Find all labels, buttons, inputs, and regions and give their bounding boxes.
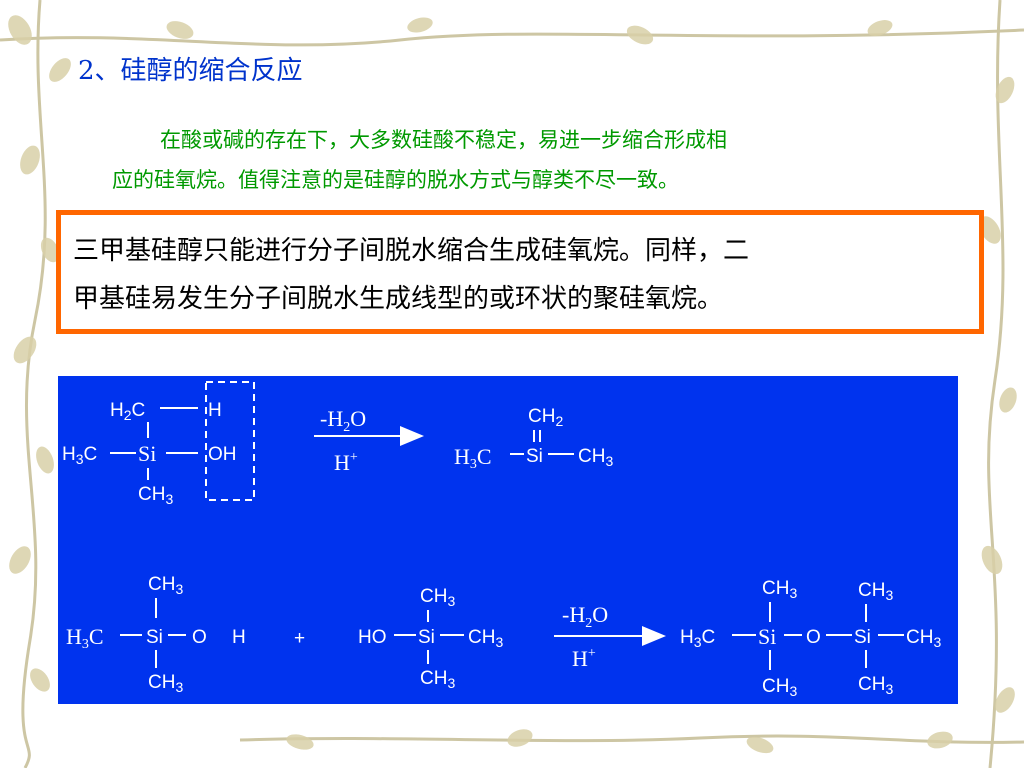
product-1-si: Si bbox=[526, 446, 543, 467]
condition-1-minus-water: -H2O bbox=[320, 406, 366, 435]
product-2-si-1: Si bbox=[758, 624, 776, 649]
reactant-2a: CH3 H3C Si O H CH3 bbox=[66, 574, 246, 695]
intro-line-2: 应的硅氧烷。值得注意的是硅醇的脱水方式与醇类不尽一致。 bbox=[112, 168, 679, 192]
product-1-silene: CH2 H3C Si CH3 bbox=[454, 406, 613, 472]
reactant-2a-o: O bbox=[192, 627, 207, 648]
product-2-o: O bbox=[806, 627, 821, 648]
reactant-1-h3c: H3C bbox=[62, 444, 97, 467]
product-2-ch3-right: CH3 bbox=[906, 627, 941, 650]
product-1-ch2: CH2 bbox=[528, 406, 563, 429]
reactant-1-h2c: H2C bbox=[110, 400, 145, 423]
product-2-ch3-top-1: CH3 bbox=[762, 578, 797, 601]
reactant-2b: CH3 HO Si CH3 CH3 bbox=[358, 586, 503, 691]
reactant-1-si: Si bbox=[138, 441, 156, 466]
highlight-box: 三甲基硅醇只能进行分子间脱水缩合生成硅氧烷。同样，二 甲基硅易发生分子间脱水生成… bbox=[56, 210, 984, 334]
reactant-2a-ch3-top: CH3 bbox=[148, 574, 183, 597]
reaction-scheme: H2C H H3C Si OH CH3 -H2O H+ CH2 bbox=[62, 381, 941, 699]
product-1-ch3: CH3 bbox=[578, 446, 613, 469]
reactant-1-oh: OH bbox=[208, 444, 237, 465]
reactant-1-ch3: CH3 bbox=[138, 484, 173, 507]
reaction-2: CH3 H3C Si O H CH3 + CH3 HO Si CH3 bbox=[66, 574, 941, 699]
condition-2-minus-water: -H2O bbox=[562, 602, 608, 631]
product-2-ch3-top-2: CH3 bbox=[858, 580, 893, 603]
highlight-line-1: 三甲基硅醇只能进行分子间脱水缩合生成硅氧烷。同样，二 bbox=[73, 236, 750, 266]
reaction-panel: H2C H H3C Si OH CH3 -H2O H+ CH2 bbox=[58, 376, 958, 704]
condition-2-acid: H+ bbox=[572, 646, 596, 671]
reactant-2b-ch3-right: CH3 bbox=[468, 627, 503, 650]
slide-title: 2、硅醇的缩合反应 bbox=[78, 56, 303, 86]
reactant-2b-si: Si bbox=[418, 627, 435, 648]
reactant-2b-ch3-bottom: CH3 bbox=[420, 668, 455, 691]
reactant-2a-si: Si bbox=[146, 627, 163, 648]
reactant-2a-ch3-bottom: CH3 bbox=[148, 672, 183, 695]
highlight-line-2: 甲基硅易发生分子间脱水生成线型的或环状的聚硅氧烷。 bbox=[73, 284, 724, 314]
intro-line-1: 在酸或碱的存在下，大多数硅酸不稳定，易进一步缩合形成相 bbox=[160, 128, 727, 152]
product-2-ch3-bottom-1: CH3 bbox=[762, 676, 797, 699]
reaction-1: H2C H H3C Si OH CH3 -H2O H+ CH2 bbox=[62, 381, 613, 507]
reactant-2b-ch3-top: CH3 bbox=[420, 586, 455, 609]
water-elimination-dashed-box bbox=[205, 381, 255, 501]
highlight-text: 三甲基硅醇只能进行分子间脱水缩合生成硅氧烷。同样，二 甲基硅易发生分子间脱水生成… bbox=[73, 227, 977, 323]
product-2-disiloxane: CH3 CH3 H3C Si O Si CH3 CH3 CH3 bbox=[680, 578, 941, 699]
reactant-1-h: H bbox=[208, 400, 222, 421]
reactant-2a-h3c: H3C bbox=[66, 624, 104, 652]
product-2-si-2: Si bbox=[854, 627, 871, 648]
reaction-1-conditions: -H2O H+ bbox=[314, 406, 424, 475]
plus-sign: + bbox=[294, 628, 305, 649]
reactant-2b-ho: HO bbox=[358, 627, 387, 648]
intro-paragraph: 在酸或碱的存在下，大多数硅酸不稳定，易进一步缩合形成相 应的硅氧烷。值得注意的是… bbox=[112, 120, 952, 200]
reactant-1-trimethylsilanol: H2C H H3C Si OH CH3 bbox=[62, 381, 255, 507]
reactant-2a-h: H bbox=[232, 627, 246, 648]
product-2-h3c: H3C bbox=[680, 627, 715, 650]
condition-1-acid: H+ bbox=[334, 450, 358, 475]
product-1-h3c: H3C bbox=[454, 444, 492, 472]
product-2-ch3-bottom-2: CH3 bbox=[858, 674, 893, 697]
reaction-2-conditions: -H2O H+ bbox=[554, 602, 666, 671]
